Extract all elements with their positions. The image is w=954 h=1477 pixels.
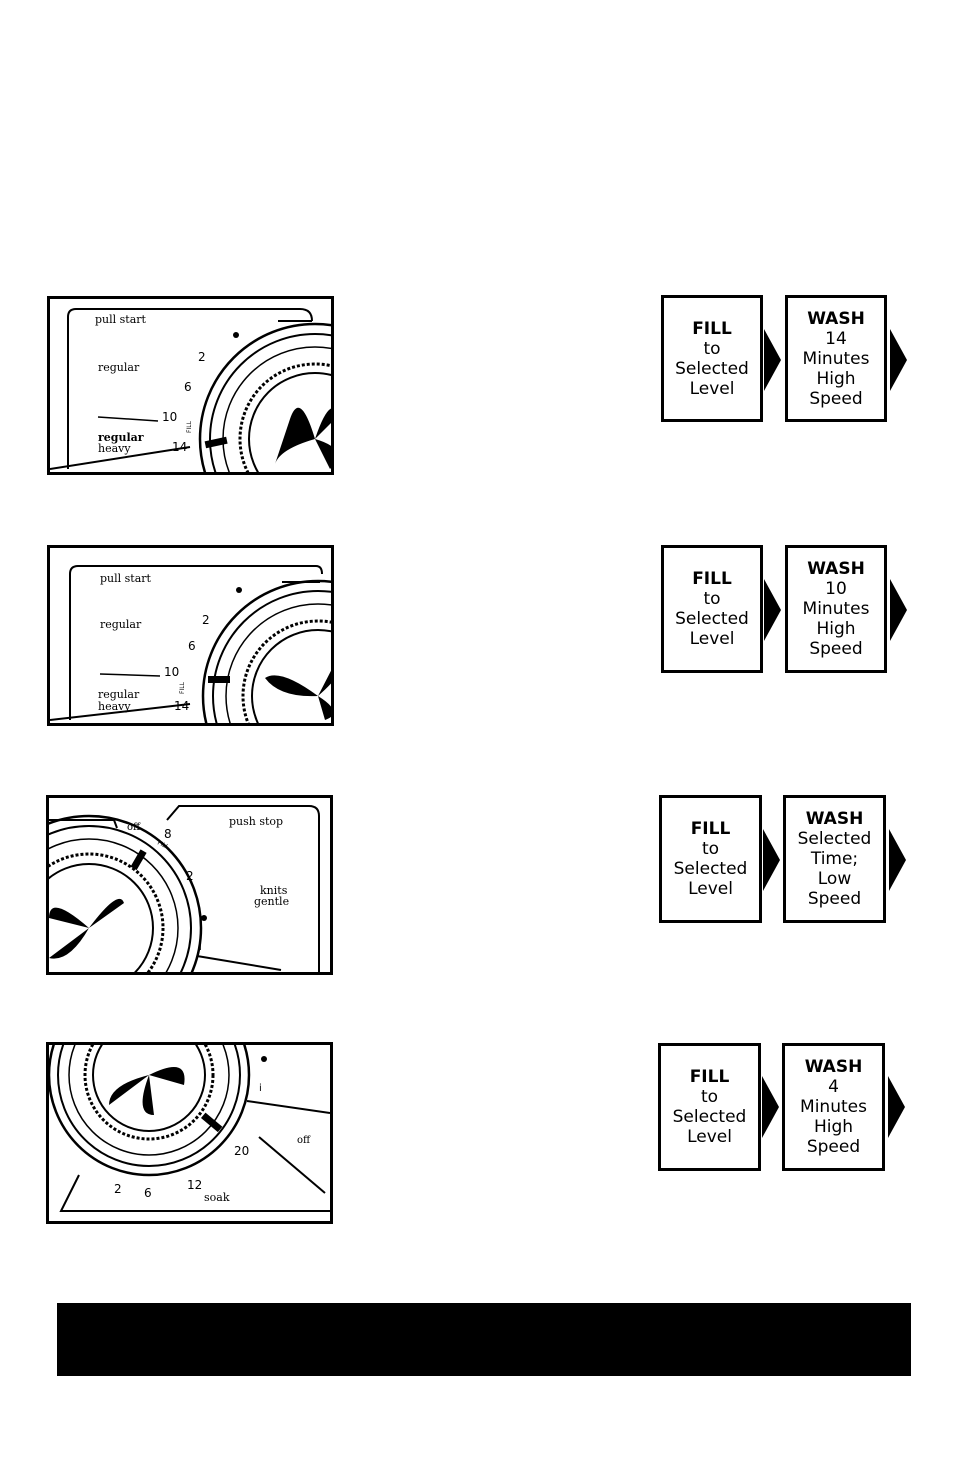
fill-step-box-1: FILL to Selected Level: [661, 295, 763, 422]
fill-step-box-3: FILL to Selected Level: [659, 795, 762, 923]
dial-illustration-2: pull start regular regular heavy 2 6 10 …: [47, 545, 334, 726]
dial-illustration-3: push stop off knits gentle 8 2 FILL i: [46, 795, 333, 975]
label-knits: knits: [260, 884, 288, 897]
label-push-stop: push stop: [229, 815, 283, 828]
svg-text:2: 2: [202, 613, 210, 627]
footer-black-bar: [57, 1303, 911, 1376]
wash-step-title: WASH: [807, 308, 865, 329]
svg-text:12: 12: [187, 1178, 202, 1192]
next-step-arrow-icon: [890, 579, 907, 641]
fill-step-title: FILL: [692, 318, 732, 339]
svg-text:14: 14: [172, 440, 187, 454]
label-regular: regular: [100, 618, 142, 631]
svg-text:FILL: FILL: [179, 681, 186, 694]
next-step-arrow-icon: [764, 329, 781, 391]
svg-text:2: 2: [186, 869, 194, 883]
svg-text:FILL: FILL: [156, 839, 170, 851]
label-off: off: [127, 822, 141, 833]
svg-text:i: i: [199, 942, 202, 953]
wash-step-box-4: WASH 4 Minutes High Speed: [782, 1043, 885, 1171]
next-step-arrow-icon: [762, 1076, 779, 1138]
next-step-arrow-icon: [764, 579, 781, 641]
fill-step-box-4: FILL to Selected Level: [658, 1043, 761, 1171]
next-step-arrow-icon: [889, 829, 906, 891]
svg-text:14: 14: [174, 699, 189, 713]
svg-text:FILL: FILL: [186, 420, 193, 433]
svg-text:8: 8: [164, 827, 172, 841]
label-regular-heavy-1: regular: [98, 431, 144, 444]
label-pull-start: pull start: [100, 572, 152, 585]
next-step-arrow-icon: [890, 329, 907, 391]
next-step-arrow-icon: [763, 829, 780, 891]
fill-step-title: FILL: [692, 569, 732, 589]
svg-text:i: i: [259, 1083, 262, 1094]
svg-text:6: 6: [144, 1186, 152, 1200]
wash-step-title: WASH: [805, 809, 864, 829]
next-step-arrow-icon: [888, 1076, 905, 1138]
svg-text:2: 2: [198, 350, 206, 364]
dial-illustration-4: off soak 20 2 6 12 i: [46, 1042, 333, 1224]
svg-text:20: 20: [234, 1144, 249, 1158]
wash-step-box-3: WASH Selected Time; Low Speed: [783, 795, 886, 923]
fill-step-title: FILL: [689, 1067, 730, 1087]
label-regular-heavy-2: heavy: [98, 700, 131, 713]
dial-illustration-1: pull start regular regular heavy 2 6 10 …: [47, 296, 334, 475]
label-regular-heavy-2: heavy: [98, 442, 131, 455]
svg-text:10: 10: [164, 665, 179, 679]
fill-step-box-2: FILL to Selected Level: [661, 545, 763, 673]
svg-text:2: 2: [114, 1182, 122, 1196]
svg-text:6: 6: [184, 380, 192, 394]
svg-text:10: 10: [162, 410, 177, 424]
label-soak: soak: [204, 1191, 230, 1204]
wash-step-box-1: WASH 14 Minutes High Speed: [785, 295, 887, 422]
label-pull-start: pull start: [95, 313, 147, 326]
label-regular: regular: [98, 361, 140, 374]
wash-step-title: WASH: [807, 559, 865, 579]
svg-text:6: 6: [188, 639, 196, 653]
label-off: off: [297, 1135, 311, 1146]
fill-step-title: FILL: [690, 819, 731, 839]
wash-step-title: WASH: [804, 1057, 863, 1077]
label-regular-heavy-1: regular: [98, 688, 140, 701]
wash-step-box-2: WASH 10 Minutes High Speed: [785, 545, 887, 673]
label-gentle: gentle: [254, 895, 289, 908]
